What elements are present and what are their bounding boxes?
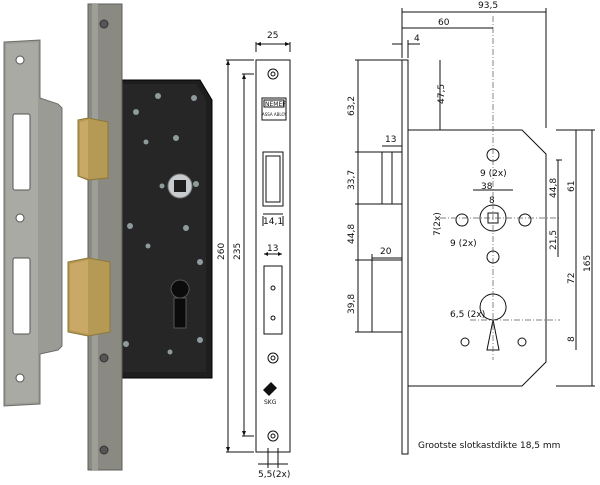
skg-mark-icon (263, 382, 277, 396)
dim-latch-height: 13 (385, 135, 396, 145)
dim-square: 8 (489, 196, 495, 206)
strike-screw-hole-icon (15, 373, 25, 383)
dim-follower-right-2: 61 (567, 181, 577, 192)
dim-cylinder-center: 72 (567, 273, 577, 284)
dim-bolt-height: 39,8 (347, 294, 357, 314)
dim-follower-holes: 9 (2x) (480, 169, 507, 179)
latch-bolt (77, 117, 109, 181)
brand-nemef: NEMEF (265, 101, 286, 108)
forend-screw-icon (99, 353, 109, 363)
strike-plate (3, 39, 63, 407)
dead-bolt (67, 257, 111, 337)
strike-latch-opening (12, 113, 31, 191)
forend-screw-icon (99, 19, 109, 29)
dim-screw-holes: 5,5(2x) (258, 470, 290, 480)
section-drawing (355, 8, 595, 455)
brand-skg: SKG (264, 399, 277, 406)
strike-screw-hole-icon (15, 213, 25, 223)
dim-slot-width: 14,1 (263, 217, 283, 227)
dim-follower-right-3: 21,5 (549, 230, 559, 250)
footer-note: Grootste slotkastdikte 18,5 mm (418, 441, 560, 451)
dim-side-holes-2: 9 (2x) (450, 239, 477, 249)
strike-screw-hole-icon (15, 55, 25, 65)
dim-overall-right: 165 (583, 255, 593, 272)
front-plate-drawing (226, 42, 291, 468)
dim-to-follower: 47,5 (437, 84, 447, 104)
dim-slot-small: 13 (267, 244, 278, 254)
dim-backset: 60 (438, 18, 450, 28)
lock-photo (67, 3, 213, 471)
brand-assa: ASSA ABLOY (262, 112, 287, 117)
dim-follower-right-1: 44,8 (549, 178, 559, 198)
dim-side-holes: 7(2x) (433, 212, 443, 236)
strike-bolt-opening (12, 257, 31, 335)
follower-square (174, 180, 186, 192)
dim-front-height: 260 (217, 243, 227, 260)
dim-top-offset: 63,2 (347, 96, 357, 116)
dim-follower-spacing: 38 (481, 182, 493, 192)
dim-follower-to-bolt: 44,8 (347, 224, 357, 244)
dim-cylinder-small: 8 (567, 336, 577, 342)
forend-screw-icon (99, 445, 109, 455)
dim-plate-thickness: 4 (414, 34, 420, 44)
dim-front-width: 25 (267, 31, 278, 41)
cylinder-opening (170, 279, 190, 329)
dim-cylinder-holes: 6,5 (2x) (450, 310, 485, 320)
dim-front-inner: 235 (233, 243, 243, 260)
dim-bolt-projection: 20 (380, 247, 392, 257)
dim-total-width: 93,5 (478, 1, 498, 11)
dim-latch-to-follower: 33,7 (347, 170, 357, 190)
case-rivets (123, 93, 203, 355)
